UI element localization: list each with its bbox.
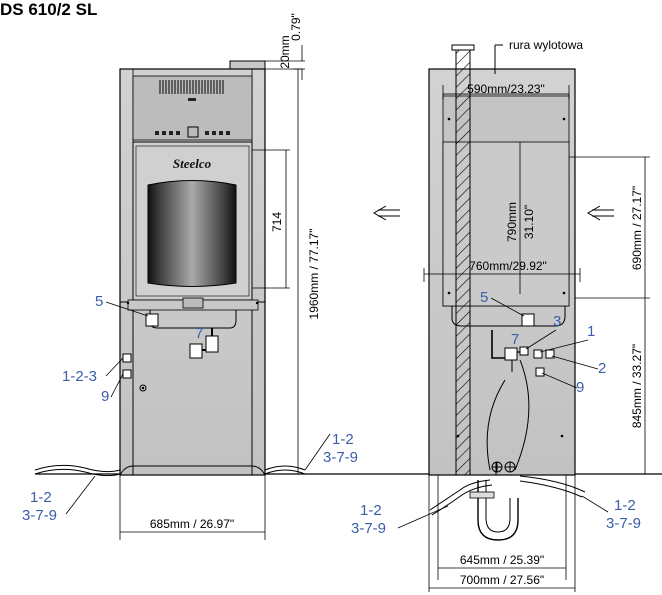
side-dim-700: 700mm / 27.56"	[460, 573, 544, 587]
double-arrow-left-icon	[373, 205, 400, 221]
side-dim-590: 590mm/23.23"	[467, 82, 545, 96]
side-callout-5: 5	[480, 289, 488, 306]
page-title: DS 610/2 SL	[0, 0, 98, 19]
side-dim-845: 845mm / 33.27"	[630, 344, 644, 428]
side-callout-1: 1	[587, 323, 595, 340]
side-dim-690: 690mm / 27.17"	[630, 186, 644, 270]
drain-siphon	[477, 480, 519, 541]
front-dim-079in: 0.79"	[289, 13, 303, 41]
side-callout-9: 9	[576, 379, 584, 396]
front-dim-20mm: 20mm	[278, 35, 292, 68]
front-top-stub	[229, 60, 266, 70]
control-buttons	[155, 126, 230, 138]
side-connector-2	[545, 349, 555, 359]
front-knob	[139, 384, 147, 392]
double-arrow-left-icon-2	[587, 205, 614, 221]
side-valve-5	[521, 313, 535, 327]
front-dimensions	[119, 45, 305, 540]
side-connector-1	[533, 349, 543, 359]
vent-grille	[159, 80, 224, 94]
side-pump-7	[504, 347, 518, 361]
front-connector-9	[122, 369, 132, 379]
exhaust-pipe	[455, 44, 471, 476]
front-callout-5: 5	[95, 293, 103, 310]
side-connector-9	[535, 367, 545, 377]
front-callout-right-b: 3-7-9	[323, 449, 358, 466]
front-dim-685: 685mm / 26.97"	[150, 517, 234, 531]
side-dimensions	[423, 85, 650, 592]
front-view: Steelco	[34, 60, 306, 477]
side-dim-645: 645mm / 25.39"	[460, 553, 544, 567]
panel-badge	[188, 98, 196, 101]
front-callout-right-a: 1-2	[332, 431, 354, 448]
steelco-logo: Steelco	[173, 156, 212, 171]
front-valve-5	[145, 313, 159, 327]
front-callout-9: 9	[101, 388, 109, 405]
side-callout-3: 3	[553, 313, 561, 330]
front-callout-7: 7	[195, 325, 203, 342]
side-dim-760: 760mm/29.92"	[469, 259, 547, 273]
pipe-label: rura wylotowa	[509, 38, 583, 52]
side-callout-left-b: 3-7-9	[351, 520, 386, 537]
side-callout-right-b: 3-7-9	[606, 515, 641, 532]
front-callout-123: 1-2-3	[62, 368, 97, 385]
front-callout-left-a: 1-2	[30, 489, 52, 506]
front-drain-block	[182, 297, 204, 309]
front-dim-714: 714	[270, 212, 284, 232]
side-callout-7: 7	[511, 331, 519, 348]
side-dim-790mm: 790mm	[505, 202, 519, 242]
side-callout-left-a: 1-2	[360, 502, 382, 519]
front-callout-left-b: 3-7-9	[22, 507, 57, 524]
front-connector-123	[122, 353, 132, 363]
door-window	[147, 180, 237, 287]
side-view	[428, 44, 586, 541]
side-callout-2: 2	[598, 360, 606, 377]
side-dim-790in: 31.10"	[522, 205, 536, 239]
front-dim-1960: 1960mm / 77.17"	[307, 229, 321, 320]
side-callout-right-a: 1-2	[614, 497, 636, 514]
front-pump-7	[189, 343, 203, 359]
